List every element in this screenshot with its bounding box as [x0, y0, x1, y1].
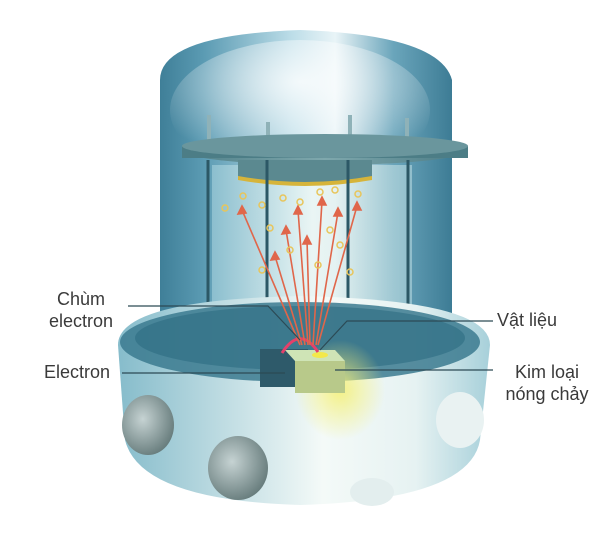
vapor-particles — [221, 186, 362, 276]
chamber-ports — [122, 392, 484, 506]
leader-chum-electron — [128, 305, 301, 341]
molten-metal — [312, 352, 328, 358]
label-vat-lieu: Vật liệu — [497, 310, 558, 330]
vapor-arrows — [236, 195, 363, 346]
label-kim-loai-nong-chay: Kim loại nóng chảy — [497, 361, 597, 405]
leader-lines — [122, 305, 493, 374]
label-kim-loai-line1: Kim loại — [514, 362, 580, 382]
label-chum-line2: electron — [48, 311, 114, 331]
label-chum-electron: Chùm electron — [32, 288, 130, 332]
chamber-base — [118, 296, 490, 505]
leader-vat-lieu — [319, 320, 493, 351]
label-electron: Electron — [43, 362, 111, 382]
substrate-holder-plate — [182, 115, 468, 186]
label-chum-line1: Chùm — [56, 289, 105, 309]
label-kim-loai-line2: nóng chảy — [505, 384, 589, 404]
crucible — [260, 349, 345, 393]
